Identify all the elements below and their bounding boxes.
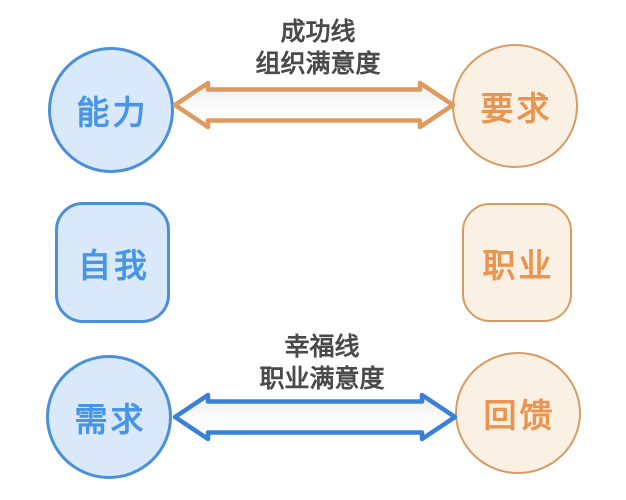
node-needs-label: 需求	[74, 401, 147, 438]
node-career: 职业	[462, 203, 572, 322]
node-requirement: 要求	[452, 44, 578, 168]
node-self: 自我	[55, 202, 170, 323]
node-ability: 能力	[48, 47, 174, 173]
node-requirement-label: 要求	[480, 90, 553, 127]
happiness-double-arrow	[172, 392, 458, 442]
success-line-caption: 成功线 组织满意度	[168, 16, 468, 80]
node-ability-label: 能力	[76, 94, 149, 131]
node-feedback: 回馈	[455, 352, 581, 474]
success-line-title: 成功线	[280, 18, 356, 46]
node-self-label: 自我	[78, 246, 150, 284]
happiness-line-subtitle: 职业满意度	[259, 365, 385, 393]
success-line-subtitle: 组织满意度	[255, 50, 381, 78]
success-arrow-shape	[172, 80, 456, 130]
node-career-label: 职业	[482, 246, 555, 284]
happiness-line-title: 幸福线	[284, 333, 360, 361]
success-double-arrow	[172, 80, 456, 130]
node-feedback-label: 回馈	[483, 397, 556, 434]
happiness-line-caption: 幸福线 职业满意度	[172, 331, 472, 395]
happiness-arrow-shape	[172, 392, 458, 442]
node-needs: 需求	[46, 355, 172, 479]
